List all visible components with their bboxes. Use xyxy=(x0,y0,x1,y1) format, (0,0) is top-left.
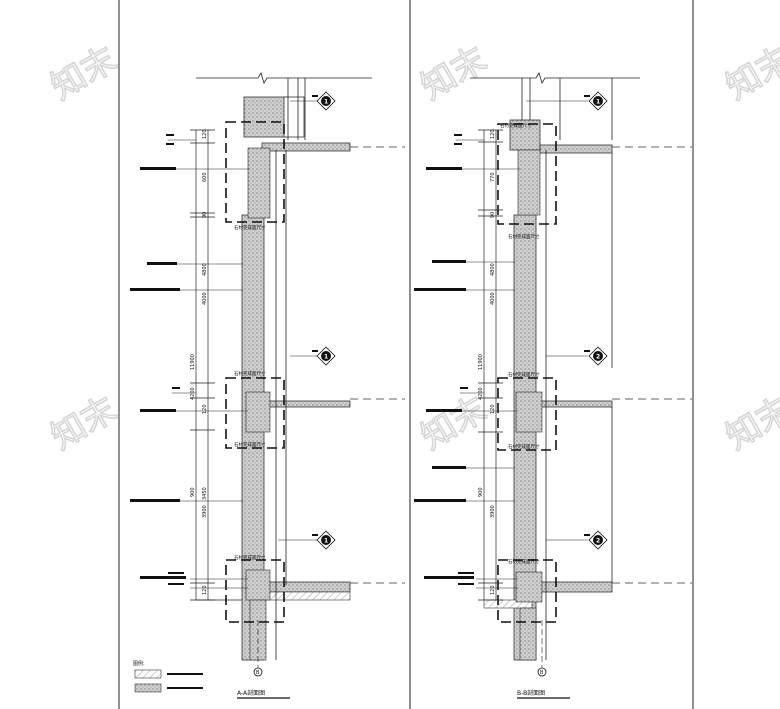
label-text: 石材完成面尺寸 xyxy=(508,443,540,450)
dim-text: 120 xyxy=(202,129,208,139)
bracket-bottom xyxy=(515,571,543,603)
break-line xyxy=(196,72,372,84)
marker-text: 1 xyxy=(324,99,328,106)
dimension-lines xyxy=(190,129,242,601)
callout-bars xyxy=(130,134,186,585)
level-lines xyxy=(350,146,405,584)
break-line xyxy=(470,72,640,84)
label-text: 石材完成面尺寸 xyxy=(234,441,266,448)
parapet-head xyxy=(243,96,289,138)
axis-bubble: B xyxy=(537,620,547,677)
dim-text: 770 xyxy=(490,172,496,182)
bracket-mid xyxy=(515,391,543,433)
window-frame xyxy=(283,96,305,138)
floor-slab-bottom xyxy=(261,581,351,593)
section-markers: 1 1 1 xyxy=(278,91,336,550)
stone-labels: 石材完成面尺寸 石材完成面尺寸 石材完成面尺寸 石材完成面尺寸 石材完成面尺寸 xyxy=(500,122,540,565)
legend-title: 图例: xyxy=(133,660,145,667)
dim-text: 120 xyxy=(490,585,496,595)
bracket-bottom xyxy=(245,569,271,601)
dim-text: 120 xyxy=(490,129,496,139)
watermark-text: 知末 xyxy=(415,39,494,108)
dim-text: 11900 xyxy=(478,354,484,370)
marker-text: 2 xyxy=(596,538,600,545)
callout-bars xyxy=(414,134,474,585)
marker-text: 2 xyxy=(596,354,600,361)
dim-text: 600 xyxy=(202,172,208,182)
floor-slab-mid xyxy=(261,400,351,408)
dim-text: 3450 xyxy=(202,487,208,500)
dim-text: 90 xyxy=(202,212,208,218)
marker-text: 1 xyxy=(596,99,600,106)
label-text: 石材完成面尺寸 xyxy=(508,233,540,240)
detail-boxes xyxy=(497,123,557,623)
dim-text: 11900 xyxy=(190,354,196,370)
bracket-top xyxy=(247,147,271,219)
title-block: B-B剖面图 xyxy=(517,689,570,699)
sheet-frame xyxy=(118,0,694,709)
label-text: 石材完成面尺寸 xyxy=(500,122,532,129)
section-markers: 1 2 2 xyxy=(526,91,608,550)
watermark-text: 知末 xyxy=(720,39,780,108)
right-section-b-b: 120 770 90 4800 4000 11900 120 900 3900 … xyxy=(414,72,692,699)
floor-slab-mid xyxy=(539,400,613,408)
axis-bubble: B xyxy=(253,620,263,677)
legend-swatch-stone xyxy=(134,683,162,693)
wall-foot xyxy=(519,607,537,661)
stone-labels: 石材完成面尺寸 石材完成面尺寸 石材完成面尺寸 石材完成面尺寸 xyxy=(234,224,266,561)
drawing-title: A-A剖面图 xyxy=(237,689,265,697)
label-text: 石材完成面尺寸 xyxy=(508,371,540,378)
dim-text: 4200 xyxy=(190,387,196,400)
dim-text: 900 xyxy=(190,487,196,497)
dim-text: 90 xyxy=(490,212,496,218)
label-text: 石材完成面尺寸 xyxy=(234,370,266,377)
dim-text: 4000 xyxy=(490,292,496,305)
dim-text: 4800 xyxy=(202,263,208,276)
label-text: 石材完成面尺寸 xyxy=(508,558,540,565)
dim-text: 4000 xyxy=(202,292,208,305)
dim-text: 4800 xyxy=(490,263,496,276)
dim-text: 3900 xyxy=(490,505,496,518)
floor-slab-bottom xyxy=(539,581,613,593)
floor-finish-bottom xyxy=(483,599,533,609)
dimension-lines xyxy=(478,129,503,601)
level-lines xyxy=(612,146,692,584)
drawing-title: B-B剖面图 xyxy=(517,689,545,697)
bracket-mid xyxy=(245,391,271,433)
title-block: A-A剖面图 xyxy=(237,689,290,699)
label-text: 石材完成面尺寸 xyxy=(234,554,266,561)
dim-text: 120 xyxy=(490,404,496,414)
dimension-texts: 120 770 90 4800 4000 11900 120 900 3900 … xyxy=(478,129,496,595)
label-text: 石材完成面尺寸 xyxy=(234,224,266,231)
dimension-texts: 120 600 90 4800 4000 3450 11900 120 900 … xyxy=(190,129,208,595)
legend-swatch-hatch xyxy=(134,669,162,679)
dim-text: 120 xyxy=(202,404,208,414)
callout-leaders xyxy=(456,139,520,589)
floor-slab-top xyxy=(539,144,613,154)
dim-text: 120 xyxy=(202,585,208,595)
watermark-text: 知末 xyxy=(45,389,124,458)
bracket-top xyxy=(517,149,541,216)
legend: 图例: xyxy=(133,660,203,693)
floor-finish-bottom xyxy=(261,591,351,601)
watermark-layer: 知末 知末 知末 知末 知末 知末 xyxy=(44,38,780,458)
dim-text: 4200 xyxy=(478,387,484,400)
marker-text: 1 xyxy=(324,354,328,361)
watermark-text: 知末 xyxy=(45,39,124,108)
dim-text: 900 xyxy=(478,487,484,497)
watermark-text: 知末 xyxy=(720,389,780,458)
axis-text: B xyxy=(256,670,260,676)
callout-leaders xyxy=(168,139,250,589)
marker-text: 1 xyxy=(324,538,328,545)
axis-text: B xyxy=(540,670,544,676)
dim-text: 3900 xyxy=(202,505,208,518)
floor-slab-top xyxy=(261,142,351,152)
left-section-a-a: 120 600 90 4800 4000 3450 11900 120 900 … xyxy=(130,72,405,699)
detail-boxes xyxy=(225,121,285,623)
